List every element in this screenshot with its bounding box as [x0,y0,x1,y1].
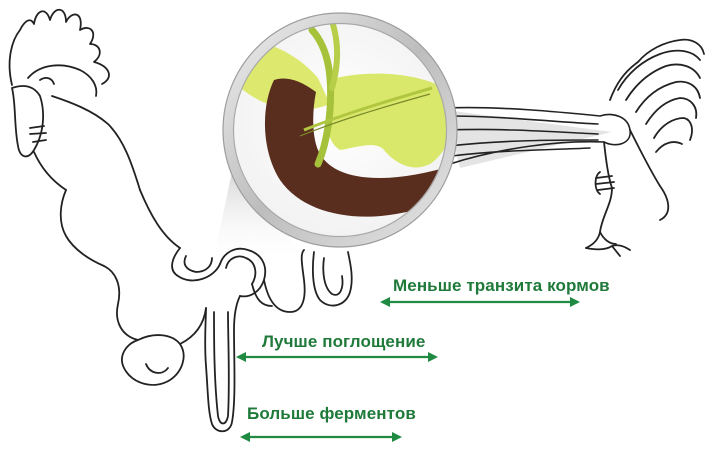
rooster-tail-icon [586,40,704,256]
label-less-transit: Меньше транзита кормов [393,276,610,296]
arrow-better-absorption [236,352,438,362]
rooster-head-icon [10,10,180,266]
arrow-less-transit [380,297,580,307]
label-more-enzymes: Больше ферментов [247,404,416,424]
magnifier-icon [223,13,457,247]
label-better-absorption: Лучше поглощение [262,332,425,352]
arrow-more-enzymes [240,432,402,442]
